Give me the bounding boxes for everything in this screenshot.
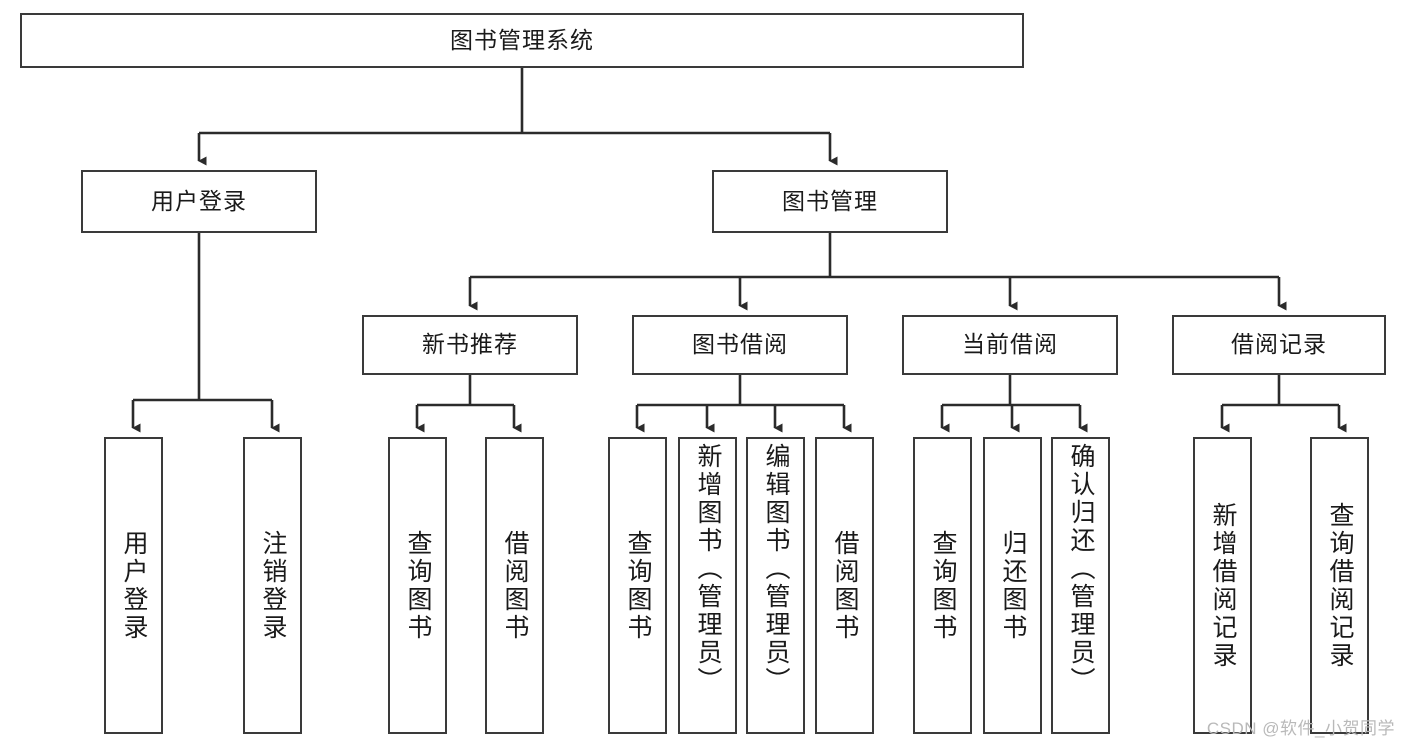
leaf-current-return-book[interactable]: 归还图书 [983,437,1042,734]
leaf-borrow-borrow-book[interactable]: 借阅图书 [815,437,874,734]
node-current-borrow[interactable]: 当前借阅 [902,315,1118,375]
node-label: 新书推荐 [422,331,518,358]
leaf-label: 新增借阅记录 [1209,501,1237,670]
leaf-record-query-record[interactable]: 查询借阅记录 [1310,437,1369,734]
node-label: 当前借阅 [962,331,1058,358]
leaf-user-login-login[interactable]: 用户登录 [104,437,163,734]
node-user-login[interactable]: 用户登录 [81,170,317,233]
node-new-book-recommend[interactable]: 新书推荐 [362,315,578,375]
leaf-borrow-query-book[interactable]: 查询图书 [608,437,667,734]
csdn-watermark: CSDN @软件_小贺同学 [1206,719,1395,738]
leaf-label: 归还图书 [999,529,1027,642]
leaf-label: 借阅图书 [831,529,859,642]
node-label: 图书借阅 [692,331,788,358]
leaf-label: 编辑图书（管理员） [762,443,790,695]
leaf-label: 注销登录 [259,529,287,642]
leaf-current-query-book[interactable]: 查询图书 [913,437,972,734]
leaf-record-add-record[interactable]: 新增借阅记录 [1193,437,1252,734]
node-root-book-management-system[interactable]: 图书管理系统 [20,13,1024,68]
leaf-borrow-add-book-admin[interactable]: 新增图书（管理员） [678,437,737,734]
leaf-label: 查询借阅记录 [1326,501,1354,670]
leaf-label: 查询图书 [929,529,957,642]
leaf-recommend-query-book[interactable]: 查询图书 [388,437,447,734]
leaf-recommend-borrow-book[interactable]: 借阅图书 [485,437,544,734]
leaf-label: 确认归还（管理员） [1067,443,1095,695]
leaf-current-confirm-return-admin[interactable]: 确认归还（管理员） [1051,437,1110,734]
leaf-user-login-logout[interactable]: 注销登录 [243,437,302,734]
leaf-borrow-edit-book-admin[interactable]: 编辑图书（管理员） [746,437,805,734]
node-label: 借阅记录 [1231,331,1327,358]
leaf-label: 查询图书 [624,529,652,642]
leaf-label: 用户登录 [120,529,148,642]
leaf-label: 新增图书（管理员） [694,443,722,695]
node-label: 图书管理系统 [450,26,594,53]
leaf-label: 借阅图书 [501,529,529,642]
node-book-management[interactable]: 图书管理 [712,170,948,233]
leaf-label: 查询图书 [404,529,432,642]
node-label: 用户登录 [151,187,247,214]
node-label: 图书管理 [782,187,878,214]
node-borrow-record[interactable]: 借阅记录 [1172,315,1386,375]
node-book-borrow[interactable]: 图书借阅 [632,315,848,375]
